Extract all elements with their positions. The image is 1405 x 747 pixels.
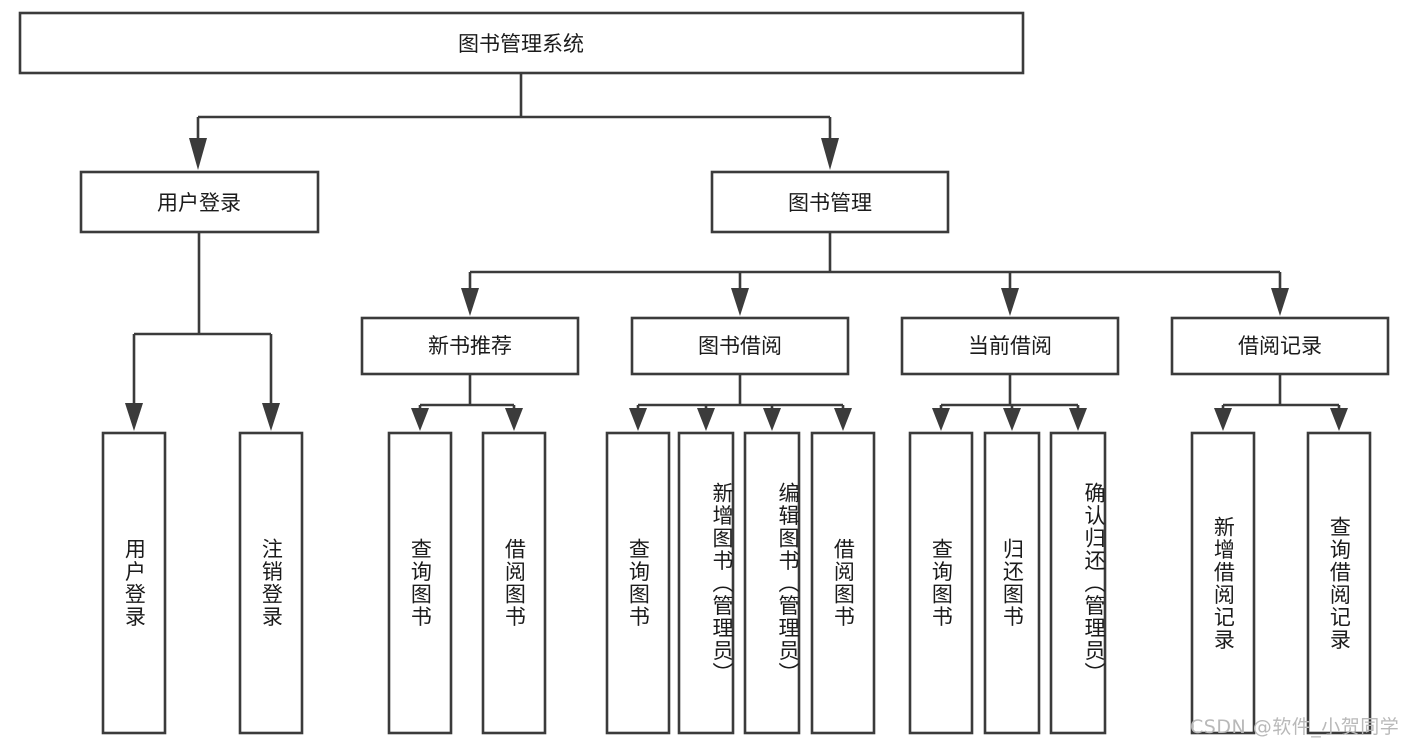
node-borrow-records-label: 借阅记录 [1238, 334, 1322, 358]
csdn-watermark: CSDN @软件_小贺同学 [1190, 716, 1400, 738]
arrow-head-icon [763, 408, 781, 431]
node-current-borrow-box[interactable] [900, 316, 1120, 376]
arrow-head-icon [1001, 288, 1019, 316]
node-book-management-label: 图书管理 [788, 191, 872, 215]
connectors-booksmgmt-to-level3 [461, 232, 1289, 316]
arrow-head-icon [821, 138, 839, 170]
arrow-head-icon [1271, 288, 1289, 316]
leaf-box-user-login[interactable] [101, 431, 167, 735]
node-borrow-records[interactable]: 借阅记录 [1170, 316, 1390, 376]
leaf-box-return-book[interactable] [983, 431, 1041, 735]
node-current-borrow[interactable]: 当前借阅 [900, 316, 1120, 376]
arrow-head-icon [697, 408, 715, 431]
arrow-head-icon [1330, 408, 1348, 431]
node-borrow-records-box[interactable] [1170, 316, 1390, 376]
leaf-box-borrow-book-rec[interactable] [481, 431, 547, 735]
arrow-head-icon [1003, 408, 1021, 431]
node-user-login-label: 用户登录 [157, 191, 241, 215]
node-book-borrow-box[interactable] [630, 316, 850, 376]
leaf-box-borrow-book[interactable] [810, 431, 876, 735]
node-book-management[interactable]: 图书管理 [710, 170, 950, 234]
node-user-login[interactable]: 用户登录 [79, 170, 320, 234]
leaf-box-confirm-return-admin[interactable] [1049, 431, 1107, 735]
leaf-boxes [101, 431, 1372, 735]
node-root-label: 图书管理系统 [458, 32, 584, 56]
arrow-head-icon [125, 403, 143, 431]
connectors-userlogin-to-leaves [125, 232, 280, 431]
connectors-root-to-level2 [189, 73, 839, 170]
node-root[interactable]: 图书管理系统 [18, 11, 1025, 75]
arrow-head-icon [932, 408, 950, 431]
connectors-current-to-leaves [932, 374, 1087, 431]
leaf-box-query-borrow-record[interactable] [1306, 431, 1372, 735]
arrow-head-icon [834, 408, 852, 431]
node-new-book-recommend[interactable]: 新书推荐 [360, 316, 580, 376]
arrow-head-icon [189, 138, 207, 170]
connectors-borrow-to-leaves [629, 374, 852, 431]
arrow-head-icon [1069, 408, 1087, 431]
arrow-head-icon [731, 288, 749, 316]
leaf-box-query-book-borrow[interactable] [605, 431, 671, 735]
connectors-newbooks-to-leaves [411, 374, 523, 431]
node-book-management-box[interactable] [710, 170, 950, 234]
arrow-head-icon [629, 408, 647, 431]
node-new-book-recommend-box[interactable] [360, 316, 580, 376]
node-user-login-box[interactable] [79, 170, 320, 234]
node-new-book-recommend-label: 新书推荐 [428, 334, 512, 358]
arrow-head-icon [461, 288, 479, 316]
leaf-box-add-borrow-record[interactable] [1190, 431, 1256, 735]
leaf-box-logout[interactable] [238, 431, 304, 735]
arrow-head-icon [505, 408, 523, 431]
node-book-borrow[interactable]: 图书借阅 [630, 316, 850, 376]
node-root-box[interactable] [18, 11, 1025, 75]
arrow-head-icon [411, 408, 429, 431]
leaf-box-add-book-admin[interactable] [677, 431, 735, 735]
node-current-borrow-label: 当前借阅 [968, 334, 1052, 358]
leaf-box-query-book-rec[interactable] [387, 431, 453, 735]
connectors-records-to-leaves [1214, 374, 1348, 431]
arrow-head-icon [262, 403, 280, 431]
node-book-borrow-label: 图书借阅 [698, 334, 782, 358]
leaf-box-query-book-current[interactable] [908, 431, 974, 735]
arrow-head-icon [1214, 408, 1232, 431]
leaf-box-edit-book-admin[interactable] [743, 431, 801, 735]
